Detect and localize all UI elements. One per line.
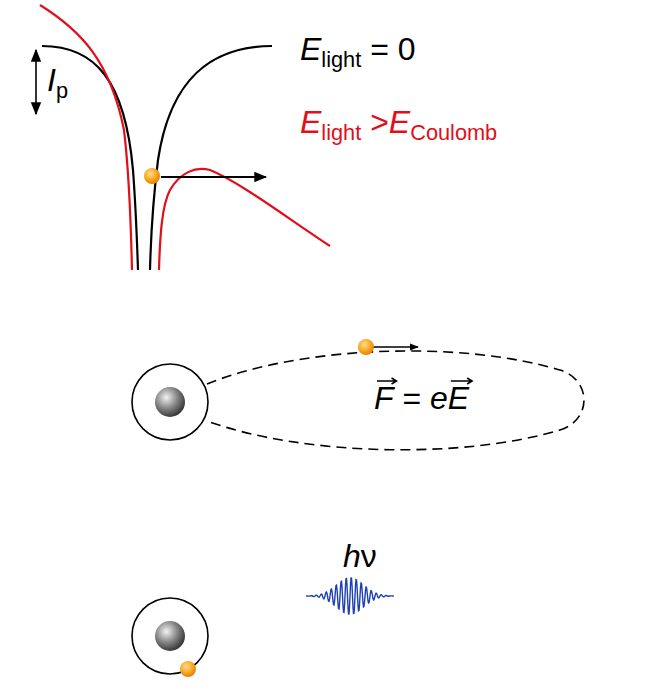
nucleus [155, 387, 185, 417]
atom-orbit [132, 598, 208, 674]
strong-field-label: Elight >ECoulomb [300, 106, 497, 144]
electron [180, 661, 196, 677]
coulomb-potential [42, 46, 138, 270]
photon-label: hν [343, 540, 377, 572]
atom-orbit [132, 364, 208, 440]
nucleus [155, 621, 185, 651]
electron-trajectory [207, 351, 584, 450]
tunnel-arrow [161, 176, 266, 178]
velocity-arrow [372, 346, 418, 348]
electron [144, 168, 160, 184]
ionization-potential-arrow [35, 50, 37, 114]
force-label: F = eE [374, 382, 469, 414]
field-free-label: Elight = 0 [300, 33, 416, 71]
ionization-potential-label: Ip [47, 64, 68, 102]
coulomb-potential [150, 46, 272, 270]
emitted-pulse [306, 578, 394, 614]
distorted-potential [40, 5, 132, 270]
electron [358, 339, 374, 355]
distorted-potential [159, 169, 330, 270]
